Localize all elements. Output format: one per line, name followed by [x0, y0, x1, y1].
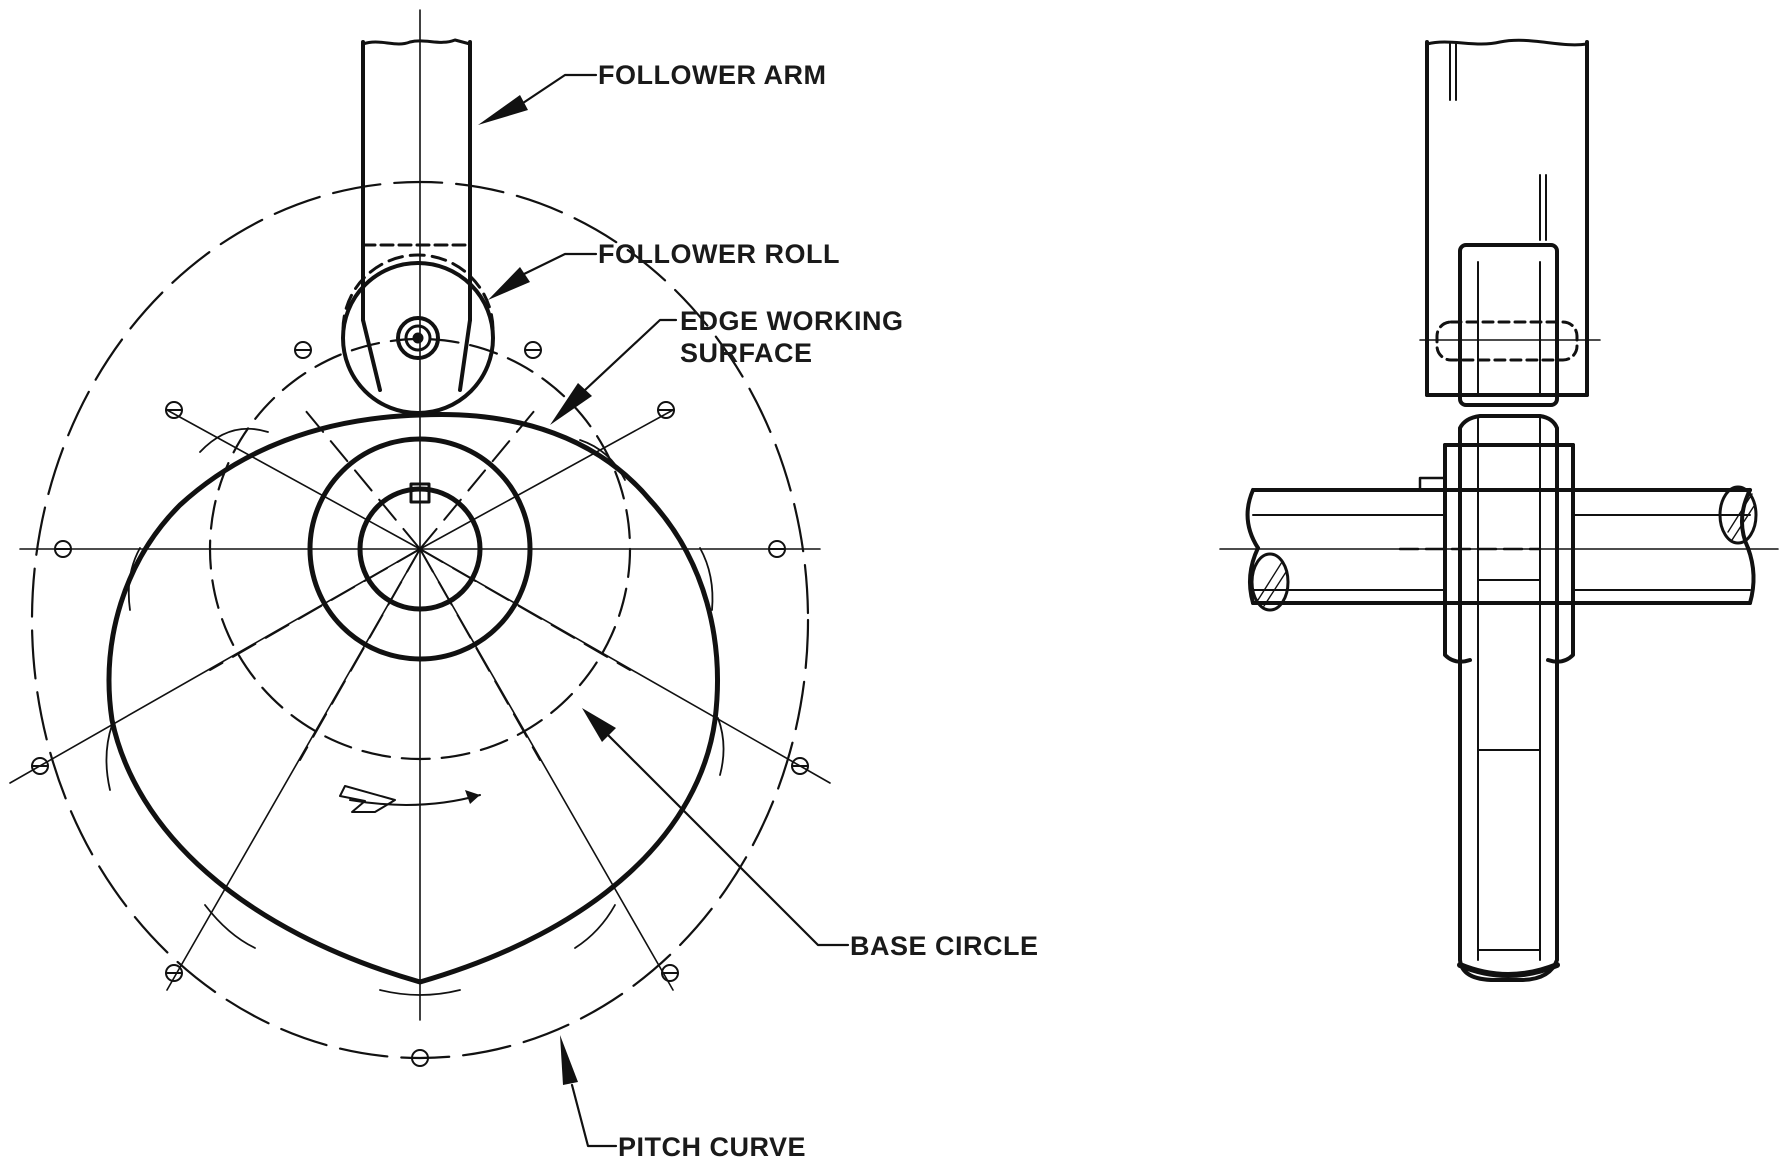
construction-arcs	[105, 427, 725, 996]
callouts: FOLLOWER ARM FOLLOWER ROLL EDGE WORKING …	[478, 60, 1039, 1162]
side-view	[1219, 38, 1779, 982]
callout-follower-arm: FOLLOWER ARM	[478, 60, 826, 125]
label-edge-working-line2: SURFACE	[680, 338, 813, 368]
rotation-arrow-icon	[339, 785, 481, 813]
label-edge-working-line1: EDGE WORKING	[680, 306, 904, 336]
leader-arrow-icon	[488, 267, 530, 300]
dashed-construction-lines	[209, 409, 631, 761]
follower-roll	[341, 253, 495, 415]
shaft	[1245, 488, 1756, 605]
callout-base-circle: BASE CIRCLE	[582, 708, 1039, 961]
label-base-circle: BASE CIRCLE	[850, 931, 1039, 961]
bore	[357, 486, 483, 612]
hub-outer	[307, 436, 533, 662]
label-pitch-curve: PITCH CURVE	[618, 1132, 806, 1162]
cam-disk	[1457, 414, 1560, 982]
leader-arrow-icon	[550, 383, 592, 425]
cam-hub	[1418, 443, 1575, 664]
shaft-section-left	[1250, 552, 1290, 612]
leader-arrow-icon	[560, 1035, 578, 1085]
follower-roll-side	[1435, 243, 1579, 407]
follower-arm	[361, 38, 472, 392]
callout-edge-working-surface: EDGE WORKING SURFACE	[550, 306, 904, 425]
cam-profile	[106, 411, 720, 985]
callout-pitch-curve: PITCH CURVE	[560, 1035, 806, 1162]
follower-arm-side	[1425, 38, 1589, 397]
front-view	[9, 9, 831, 1067]
leader-arrow-icon	[582, 708, 616, 742]
label-follower-arm: FOLLOWER ARM	[598, 60, 826, 90]
keyway	[409, 482, 431, 504]
prime-circle	[208, 337, 632, 761]
label-follower-roll: FOLLOWER ROLL	[598, 239, 840, 269]
leader-arrow-icon	[478, 95, 528, 125]
centerlines	[9, 9, 831, 1021]
pitch-points	[31, 341, 809, 1067]
callout-follower-roll: FOLLOWER ROLL	[488, 239, 840, 300]
shaft-section-right	[1718, 485, 1758, 545]
